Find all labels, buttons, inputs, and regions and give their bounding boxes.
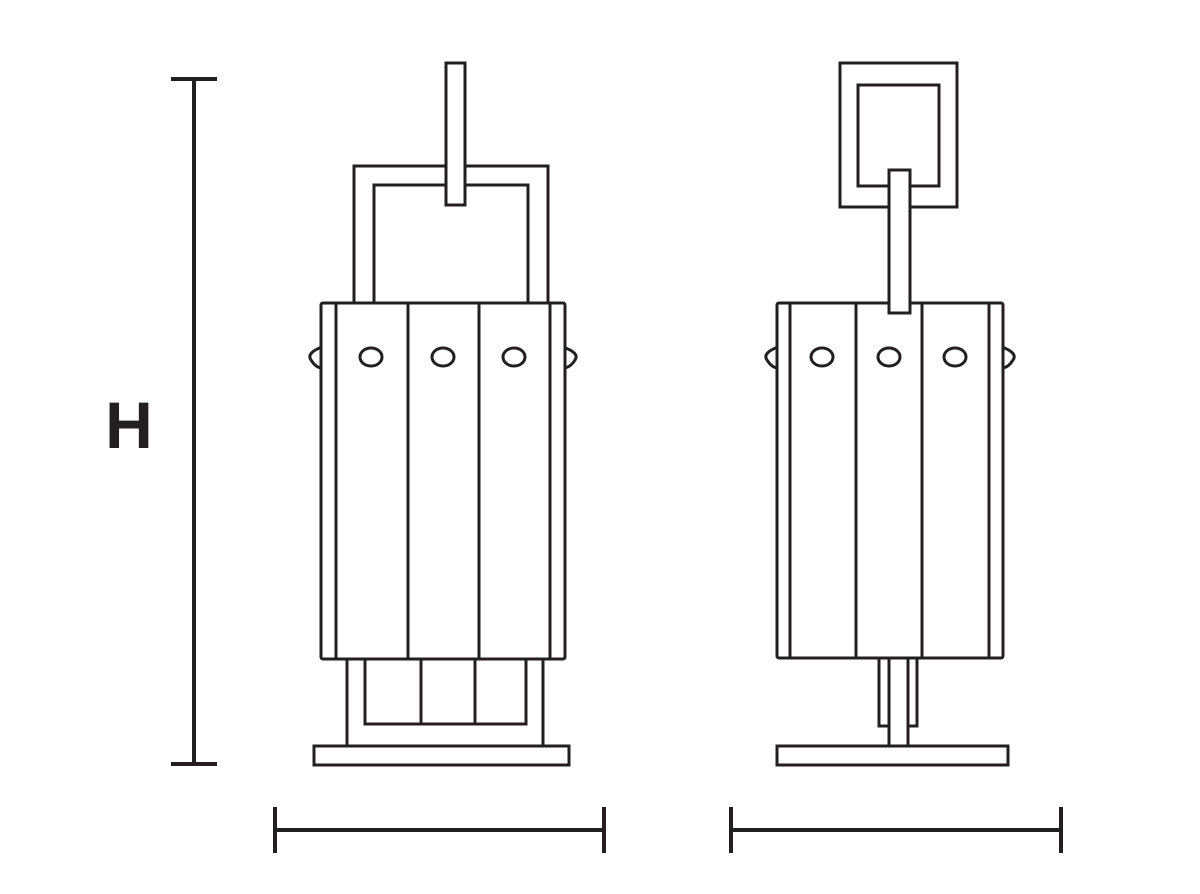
- front-right-ear: [562, 345, 578, 370]
- front-left-ear: [308, 345, 323, 370]
- front-body: [319, 301, 567, 661]
- front-body-slats: [334, 303, 552, 659]
- height-label: H: [105, 388, 153, 462]
- side-stand: [877, 656, 919, 748]
- side-right-ear: [1001, 345, 1016, 370]
- side-view: [764, 61, 1016, 767]
- front-stand: [345, 659, 545, 746]
- front-view: [308, 61, 578, 767]
- side-body-holes: [809, 346, 968, 368]
- front-width-dimension: [273, 807, 606, 853]
- side-width-dimension: [729, 807, 1063, 853]
- front-hanging-bar: [444, 61, 467, 207]
- height-dimension: [171, 77, 217, 766]
- side-left-ear: [764, 345, 779, 370]
- front-body-holes: [358, 346, 527, 368]
- side-body-slats: [788, 303, 991, 658]
- side-base-plate: [775, 744, 1010, 767]
- front-base-plate: [312, 744, 571, 767]
- side-hanging-bar: [887, 168, 912, 315]
